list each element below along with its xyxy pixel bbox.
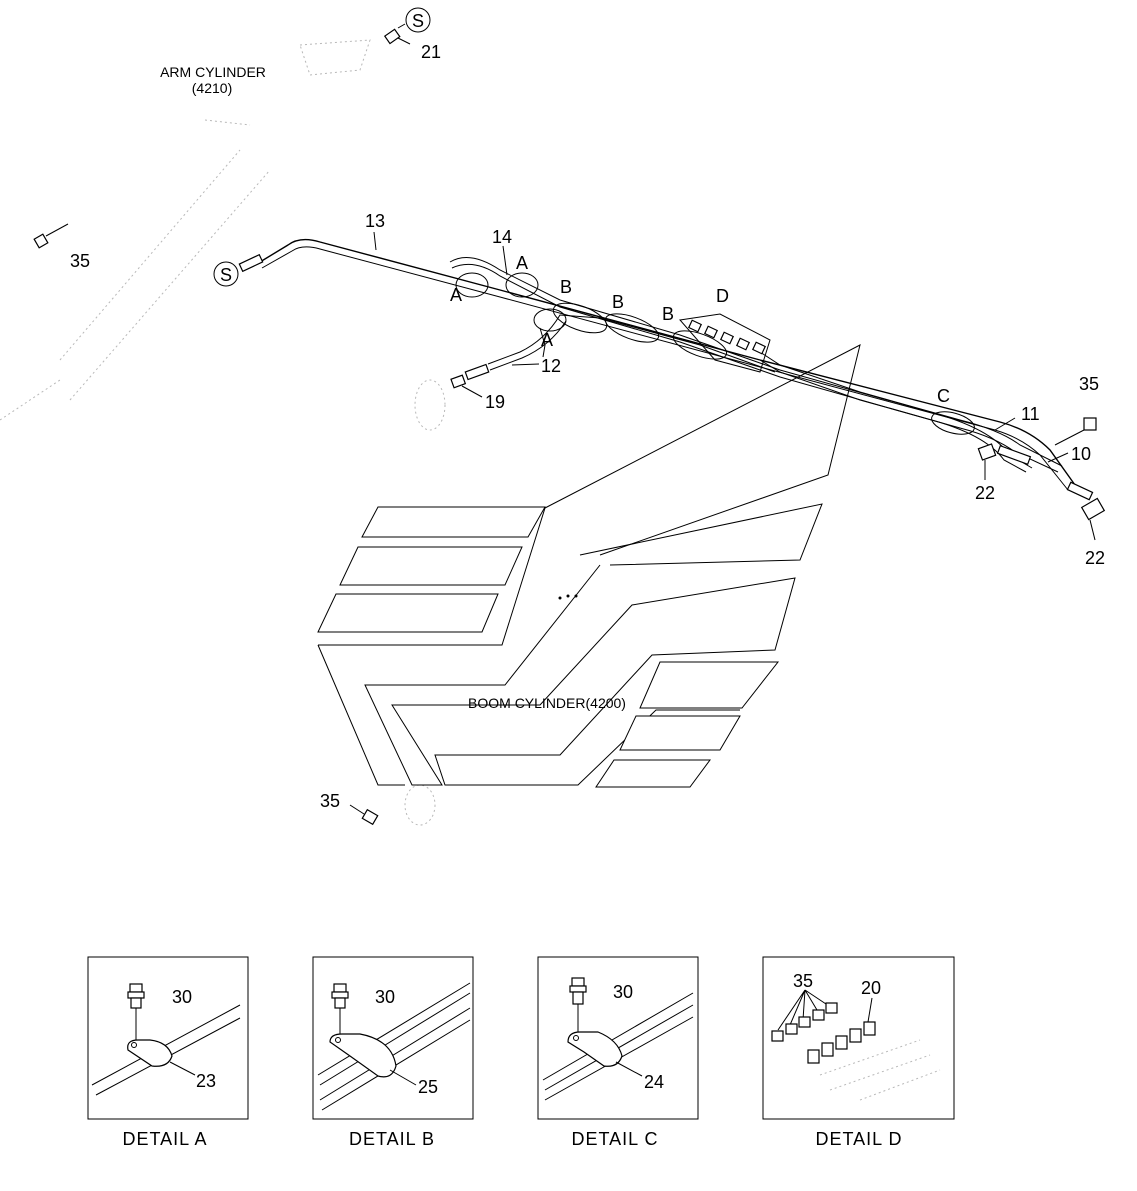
part-number-21: 21 bbox=[421, 42, 441, 62]
elbow-22-lower bbox=[1066, 481, 1106, 541]
part-number-14: 14 bbox=[492, 227, 512, 247]
s-symbol-left: S bbox=[213, 261, 239, 287]
detail-d: 35 20 DETAIL D bbox=[762, 956, 955, 1149]
pipe-12 bbox=[487, 314, 776, 373]
part-number-22-upper: 22 bbox=[975, 483, 995, 503]
leader-lines bbox=[373, 37, 1069, 480]
detail-b: 30 25 DETAIL B bbox=[312, 956, 474, 1149]
part-number-35-left: 35 bbox=[70, 251, 90, 271]
svg-text:S: S bbox=[412, 11, 424, 31]
callout-a-1: A bbox=[450, 285, 462, 305]
detail-a: 30 23 DETAIL A bbox=[87, 956, 249, 1149]
detail-d-fitting-number: 20 bbox=[861, 978, 881, 998]
svg-text:S: S bbox=[220, 265, 232, 285]
detail-d-plug-number: 35 bbox=[793, 971, 813, 991]
arm-cylinder-ghost bbox=[0, 39, 446, 826]
part-number-11: 11 bbox=[1021, 404, 1040, 424]
detail-c-clamp-number: 24 bbox=[644, 1072, 664, 1092]
fitting-19 bbox=[450, 363, 490, 389]
part-number-19: 19 bbox=[485, 392, 505, 412]
detail-b-bolt-number: 30 bbox=[375, 987, 395, 1007]
fitting-pipe13-end bbox=[238, 253, 264, 273]
arm-cylinder-label: ARM CYLINDER bbox=[160, 64, 266, 80]
plug-35-right bbox=[1054, 417, 1097, 446]
plug-35-left bbox=[33, 223, 69, 249]
part-number-22-lower: 22 bbox=[1085, 548, 1105, 568]
clamp-callouts bbox=[455, 272, 975, 435]
s-symbol-top: S bbox=[405, 7, 431, 33]
detail-b-title: DETAIL B bbox=[349, 1129, 435, 1149]
callout-d: D bbox=[716, 286, 729, 306]
boom-cylinder-outline bbox=[317, 344, 861, 788]
detail-d-title: DETAIL D bbox=[815, 1129, 902, 1149]
detail-b-clamp-number: 25 bbox=[418, 1077, 438, 1097]
detail-c-title: DETAIL C bbox=[571, 1129, 658, 1149]
part-number-10: 10 bbox=[1071, 444, 1091, 464]
callout-c: C bbox=[937, 386, 950, 406]
detail-a-clamp-number: 23 bbox=[196, 1071, 216, 1091]
detail-c-bolt-number: 30 bbox=[613, 982, 633, 1002]
callout-a-2: A bbox=[516, 253, 528, 273]
plug-35-bottom bbox=[349, 804, 379, 826]
detail-d-fittings bbox=[687, 319, 767, 355]
callout-a-3: A bbox=[541, 330, 553, 350]
part-number-35-right: 35 bbox=[1079, 374, 1099, 394]
part-number-35-bottom: 35 bbox=[320, 791, 340, 811]
pipe-13 bbox=[259, 238, 1076, 491]
fitting-21 bbox=[383, 23, 406, 45]
elbow-22-upper bbox=[977, 443, 1032, 466]
arm-cylinder-code: (4210) bbox=[192, 80, 232, 96]
part-number-12: 12 bbox=[541, 356, 561, 376]
detail-a-bolt-number: 30 bbox=[172, 987, 192, 1007]
detail-a-title: DETAIL A bbox=[122, 1129, 207, 1149]
callout-b-3: B bbox=[662, 304, 674, 324]
boom-cylinder-label: BOOM CYLINDER(4200) bbox=[468, 695, 626, 711]
callout-b-1: B bbox=[560, 277, 572, 297]
detail-c: 30 24 DETAIL C bbox=[537, 956, 699, 1149]
callout-b-2: B bbox=[612, 292, 624, 312]
part-number-13: 13 bbox=[365, 211, 385, 231]
